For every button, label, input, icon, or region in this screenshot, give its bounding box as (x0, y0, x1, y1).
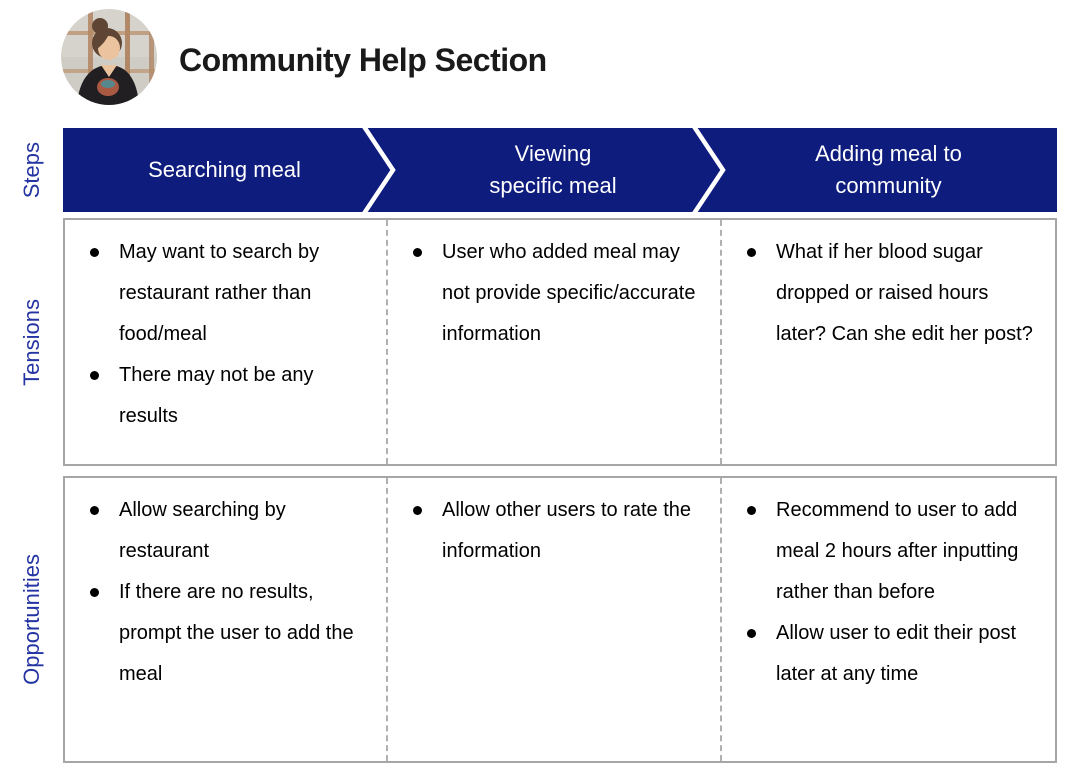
journey-map: Steps Tensions Opportunities Searching m… (0, 128, 1057, 763)
bullet-item: There may not be any results (87, 355, 374, 437)
bullet-item: Allow user to edit their post later at a… (744, 613, 1043, 695)
bullet-item: What if her blood sugar dropped or raise… (744, 232, 1043, 355)
bullet-list: Allow other users to rate the informatio… (410, 490, 708, 572)
bullet-item: Allow searching by restaurant (87, 490, 374, 572)
bullet-list: User who added meal may not provide spec… (410, 232, 708, 355)
row-label-steps: Steps (18, 141, 44, 199)
avatar (61, 9, 157, 105)
tensions-box: May want to search by restaurant rather … (63, 218, 1057, 466)
bullet-list: What if her blood sugar dropped or raise… (744, 232, 1043, 355)
bullet-list: Recommend to user to add meal 2 hours af… (744, 490, 1043, 695)
bullet-list: May want to search by restaurant rather … (87, 232, 374, 437)
bullet-item: Recommend to user to add meal 2 hours af… (744, 490, 1043, 613)
tensions-cell-viewing-specific-meal: User who added meal may not provide spec… (386, 220, 720, 464)
bullet-item: May want to search by restaurant rather … (87, 232, 374, 355)
bullet-item: Allow other users to rate the informatio… (410, 490, 708, 572)
steps-bar: Searching meal Viewing specific meal Add… (63, 128, 1057, 212)
page-title: Community Help Section (179, 42, 547, 78)
step-adding-meal-to-community: Adding meal to community (815, 141, 962, 198)
tensions-cell-adding-meal: What if her blood sugar dropped or raise… (720, 220, 1055, 464)
row-label-tensions: Tensions (18, 298, 44, 386)
row-label-opportunities: Opportunities (18, 554, 44, 685)
step-searching-meal: Searching meal (148, 157, 301, 182)
opportunities-cell-viewing-specific-meal: Allow other users to rate the informatio… (386, 478, 720, 761)
bullet-item: If there are no results, prompt the user… (87, 572, 374, 695)
opportunities-cell-adding-meal: Recommend to user to add meal 2 hours af… (720, 478, 1055, 761)
tensions-cell-searching-meal: May want to search by restaurant rather … (65, 220, 386, 464)
step-viewing-specific-meal: Viewing specific meal (489, 141, 617, 198)
avatar-photo-illustration (61, 9, 157, 105)
bullet-item: User who added meal may not provide spec… (410, 232, 708, 355)
